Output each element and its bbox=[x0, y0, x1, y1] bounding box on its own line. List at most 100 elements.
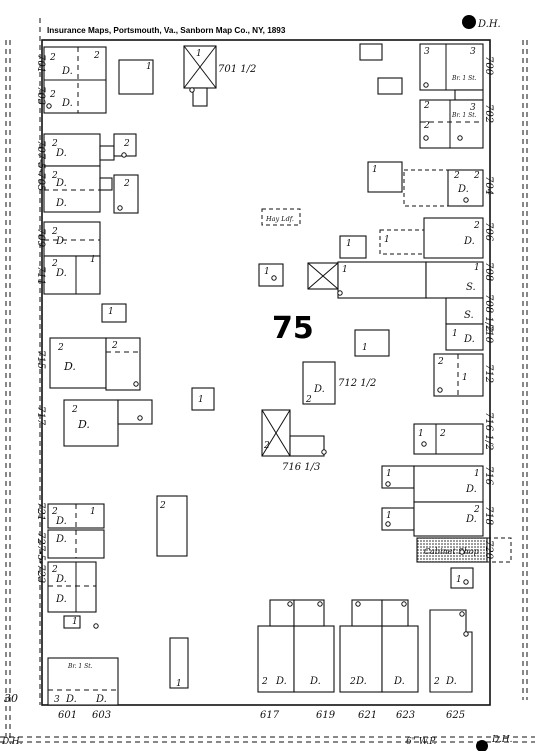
svg-text:3: 3 bbox=[470, 47, 476, 57]
building-623 bbox=[381, 599, 419, 693]
address-label: 617 bbox=[260, 710, 280, 721]
dwelling-label: D. bbox=[61, 98, 73, 109]
svg-text:2: 2 bbox=[423, 121, 430, 131]
building-617 bbox=[257, 599, 295, 693]
svg-text:1: 1 bbox=[342, 265, 348, 275]
dwelling-label: D. bbox=[55, 236, 67, 247]
address-label: 701 1/2 bbox=[218, 64, 256, 75]
svg-text:1: 1 bbox=[462, 373, 468, 383]
shed-mid-5 bbox=[191, 387, 215, 411]
svg-text:1: 1 bbox=[452, 329, 458, 339]
svg-text:1: 1 bbox=[108, 307, 114, 317]
svg-text:1: 1 bbox=[176, 679, 182, 689]
address-label: 716 1/3 bbox=[282, 462, 320, 473]
svg-text:2: 2 bbox=[261, 677, 268, 687]
svg-text:3: 3 bbox=[470, 103, 476, 113]
svg-text:1: 1 bbox=[346, 239, 352, 249]
dwelling-label: D. bbox=[61, 66, 73, 77]
building-715 bbox=[49, 337, 141, 391]
svg-text:1: 1 bbox=[456, 575, 462, 585]
address-label: 623 bbox=[396, 710, 415, 721]
svg-text:2: 2 bbox=[71, 405, 78, 415]
address-label: 712 1/2 bbox=[338, 378, 376, 389]
svg-text:2: 2 bbox=[437, 357, 444, 367]
dwelling-labels: D. D. D. D. D. D. D. D. D. D. D. D. D. D… bbox=[55, 66, 477, 705]
store-label: S. bbox=[466, 282, 476, 293]
hydrant-marker-bottom bbox=[476, 740, 488, 751]
building-619 bbox=[293, 599, 335, 693]
svg-text:1: 1 bbox=[384, 235, 390, 245]
svg-text:1: 1 bbox=[196, 49, 202, 59]
svg-text:1: 1 bbox=[418, 429, 424, 439]
hay-loft-building bbox=[261, 208, 301, 226]
svg-text:2: 2 bbox=[473, 505, 480, 515]
shed-left-1 bbox=[101, 303, 127, 323]
svg-text:2: 2 bbox=[349, 677, 356, 687]
svg-text:1: 1 bbox=[386, 511, 392, 521]
chimney-dots bbox=[46, 82, 469, 637]
svg-text:2: 2 bbox=[51, 227, 58, 237]
svg-text:1: 1 bbox=[198, 395, 204, 405]
dwelling-label: D. bbox=[275, 676, 287, 687]
shed-720 bbox=[486, 537, 512, 563]
svg-text:1: 1 bbox=[474, 263, 480, 273]
building-710 bbox=[445, 297, 484, 351]
address-label: 625 bbox=[446, 710, 465, 721]
building-709 bbox=[43, 221, 101, 257]
building-x-mid bbox=[307, 262, 339, 290]
svg-text:2: 2 bbox=[453, 171, 460, 181]
svg-text:2: 2 bbox=[111, 341, 118, 351]
address-label: 707-5-705 bbox=[35, 140, 46, 191]
dwelling-label: D. bbox=[463, 236, 475, 247]
shed-mid-3 bbox=[258, 263, 284, 287]
address-label: 619 bbox=[316, 710, 336, 721]
svg-text:1: 1 bbox=[386, 469, 392, 479]
address-label: 710 bbox=[483, 324, 494, 344]
svg-text:2: 2 bbox=[51, 171, 58, 181]
dwelling-label: D. bbox=[393, 676, 405, 687]
address-label: 715 bbox=[35, 350, 46, 369]
svg-text:2: 2 bbox=[305, 395, 312, 405]
building-center-tall bbox=[156, 495, 188, 557]
dwelling-label: D. bbox=[55, 178, 67, 189]
store-label: S. bbox=[464, 310, 474, 321]
svg-text:1: 1 bbox=[90, 255, 96, 265]
dwelling-label: D. bbox=[445, 676, 457, 687]
dwelling-label: D. bbox=[309, 676, 321, 687]
page-border bbox=[0, 18, 535, 743]
address-label: 701 bbox=[35, 54, 46, 73]
svg-text:2: 2 bbox=[423, 101, 430, 111]
dwelling-label: D. bbox=[465, 484, 477, 495]
shed-top-3 bbox=[377, 77, 403, 95]
dwelling-label: D. bbox=[77, 418, 90, 431]
svg-text:2: 2 bbox=[123, 139, 130, 149]
address-label: 720 bbox=[483, 540, 494, 560]
dwelling-label: D. bbox=[465, 514, 477, 525]
building-723 bbox=[47, 529, 105, 559]
address-label: 621 bbox=[358, 710, 377, 721]
address-label: 711 bbox=[35, 266, 46, 285]
dwelling-label: D. bbox=[55, 594, 67, 605]
address-label: 702 bbox=[483, 104, 494, 123]
shed-right-1 bbox=[450, 567, 474, 589]
address-label: 703 bbox=[35, 86, 46, 105]
svg-text:2: 2 bbox=[51, 259, 58, 269]
marker-bottom-left: D.H. bbox=[1, 737, 23, 747]
marker-top-label: D.H. bbox=[477, 19, 501, 30]
shed-top-2 bbox=[359, 43, 383, 61]
address-label: 601 bbox=[58, 710, 77, 721]
address-label: 708 1/2 bbox=[483, 294, 494, 332]
svg-text:2: 2 bbox=[473, 221, 480, 231]
building-716-half bbox=[413, 423, 484, 455]
hay-loft-label: Hay Ldf. bbox=[265, 215, 294, 223]
marker-bottom-right: D.H. bbox=[491, 735, 513, 745]
building-711 bbox=[43, 255, 101, 295]
svg-text:2: 2 bbox=[263, 441, 270, 451]
svg-text:2: 2 bbox=[159, 501, 166, 511]
dwelling-label: D. bbox=[463, 334, 475, 345]
address-label: 700 bbox=[483, 56, 494, 76]
dwelling-label: D. bbox=[55, 574, 67, 585]
svg-text:2: 2 bbox=[49, 53, 56, 63]
building-718 bbox=[381, 501, 484, 537]
